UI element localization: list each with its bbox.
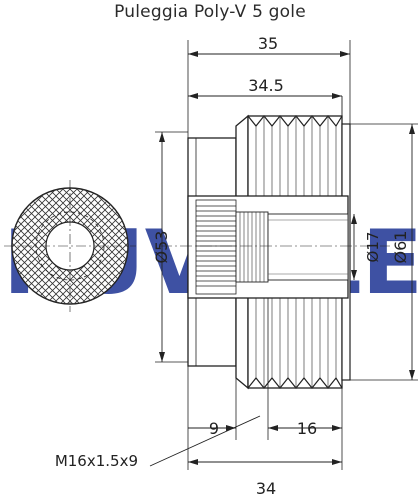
dimension-lines (149, 51, 415, 467)
dim-overall-top: 35 (258, 34, 278, 53)
bore-section (187, 195, 349, 299)
dim-bore-diameter: Ø53 (152, 231, 171, 264)
dim-right-segment: 16 (297, 419, 317, 438)
dim-outer-diameter: Ø61 (391, 231, 410, 264)
pulley-side-view (160, 114, 390, 390)
dim-left-segment: 9 (209, 419, 219, 438)
extension-lines (155, 40, 418, 470)
dim-inner-diameter: Ø17 (364, 232, 382, 263)
dim-thread-note: M16x1.5x9 (55, 452, 138, 470)
end-view (4, 180, 136, 312)
dim-bottom-total: 34 (256, 479, 276, 498)
dim-top-second: 34.5 (248, 76, 284, 95)
drawing-title: Puleggia Poly-V 5 gole (114, 2, 306, 22)
